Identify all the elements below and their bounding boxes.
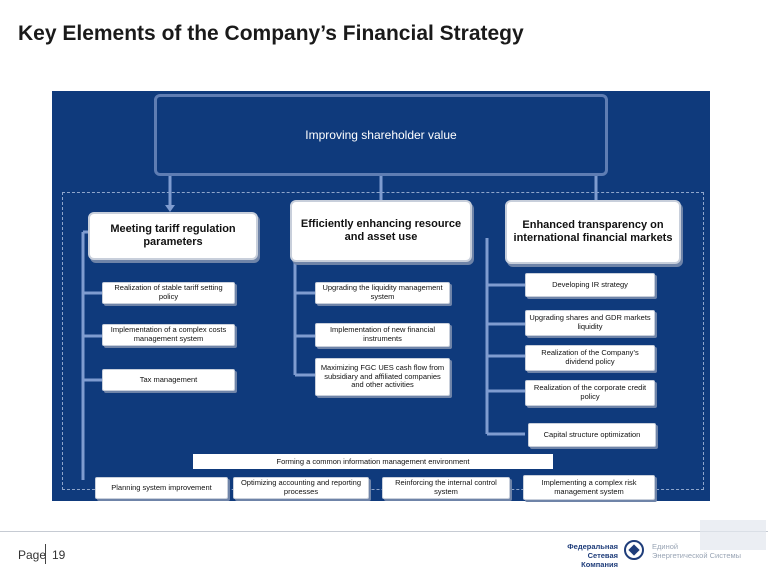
heading-efficiency-label: Efficiently enhancing resource and asset… [300,218,462,243]
heading-transparency: Enhanced transparency on international f… [505,200,681,264]
item-credit-policy-label: Realization of the corporate credit poli… [533,383,647,401]
heading-efficiency: Efficiently enhancing resource and asset… [290,200,472,262]
page-title: Key Elements of the Company’s Financial … [18,22,524,45]
logo-fsk: Федеральная Сетевая Компания [560,542,618,569]
item-ir-strategy: Developing IR strategy [525,273,655,297]
item-cash-flow-label: Maximizing FGC UES cash flow from subsid… [320,363,445,390]
logo-fsk-line2: Сетевая Компания [581,551,618,569]
logo-ues: Единой Энергетической Системы [652,542,741,560]
item-ir-strategy-label: Developing IR strategy [552,279,628,289]
item-financial-instruments-label: Implementation of new financial instrume… [329,325,436,343]
bottom-internal-control-label: Reinforcing the internal control system [395,478,497,496]
item-capital-structure: Capital structure optimization [528,423,656,447]
footer-divider [0,531,768,532]
bottom-internal-control: Reinforcing the internal control system [382,477,510,499]
page-label: Page [18,548,47,562]
page-separator [45,544,46,564]
item-capital-structure-label: Capital structure optimization [543,429,641,439]
footer-watermark [700,520,766,550]
item-tariff-policy-label: Realization of stable tariff setting pol… [114,283,223,301]
company-logo-icon [624,540,644,560]
bottom-planning-label: Planning system improvement [111,482,212,492]
item-tax-management: Tax management [102,369,235,391]
heading-tariff-label: Meeting tariff regulation parameters [110,223,236,248]
bottom-accounting-label: Optimizing accounting and reporting proc… [240,478,362,496]
item-shares-gdr-label: Upgrading shares and GDR markets liquidi… [529,313,651,331]
logo-ues-line2: Энергетической Системы [652,551,742,560]
item-dividend-policy: Realization of the Company’s dividend po… [525,345,655,371]
bottom-risk-management-label: Implementing a complex risk management s… [541,477,637,496]
page-number: 19 [52,548,66,562]
heading-tariff: Meeting tariff regulation parameters [88,212,258,260]
logo-ues-line1: Единой [652,542,679,551]
bottom-planning: Planning system improvement [95,477,228,499]
info-environment-banner-label: Forming a common information management … [276,457,470,466]
item-financial-instruments: Implementation of new financial instrume… [315,323,450,347]
bottom-accounting: Optimizing accounting and reporting proc… [233,477,369,499]
item-liquidity: Upgrading the liquidity management syste… [315,282,450,304]
goal-box: Improving shareholder value [154,94,608,176]
item-shares-gdr: Upgrading shares and GDR markets liquidi… [525,310,655,336]
item-dividend-policy-label: Realization of the Company’s dividend po… [541,348,639,366]
item-cash-flow: Maximizing FGC UES cash flow from subsid… [315,358,450,396]
item-credit-policy: Realization of the corporate credit poli… [525,380,655,406]
item-tariff-policy: Realization of stable tariff setting pol… [102,282,235,304]
info-environment-banner: Forming a common information management … [193,454,553,469]
item-costs-management-label: Implementation of a complex costs manage… [110,325,227,343]
item-tax-management-label: Tax management [139,374,198,384]
bottom-risk-management: Implementing a complex risk management s… [523,475,655,500]
logo-fsk-line1: Федеральная [567,542,618,551]
goal-label: Improving shareholder value [305,128,457,142]
item-liquidity-label: Upgrading the liquidity management syste… [322,283,443,301]
heading-transparency-label: Enhanced transparency on international f… [513,219,673,244]
item-costs-management: Implementation of a complex costs manage… [102,324,235,346]
